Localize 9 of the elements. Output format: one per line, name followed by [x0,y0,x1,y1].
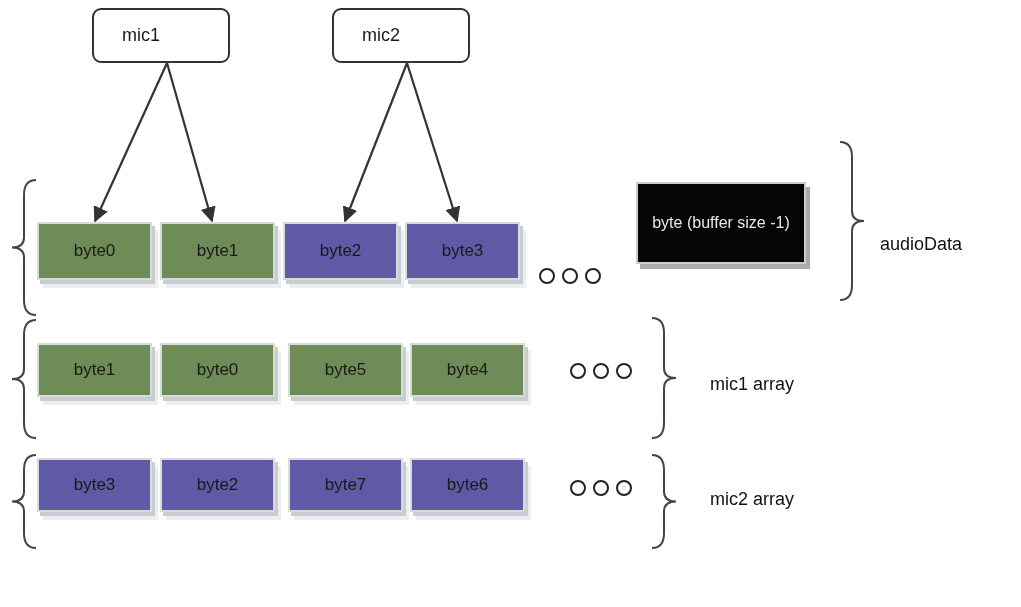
arrow [165,62,216,223]
array-label: audioData [880,234,963,255]
array-label: mic1 array [710,374,794,395]
source-box: mic2 [332,8,470,63]
arrow [405,62,461,223]
source-box: mic1 [92,8,230,63]
arrow [93,62,168,223]
array-label: mic2 array [710,489,794,510]
arrow [342,62,409,223]
